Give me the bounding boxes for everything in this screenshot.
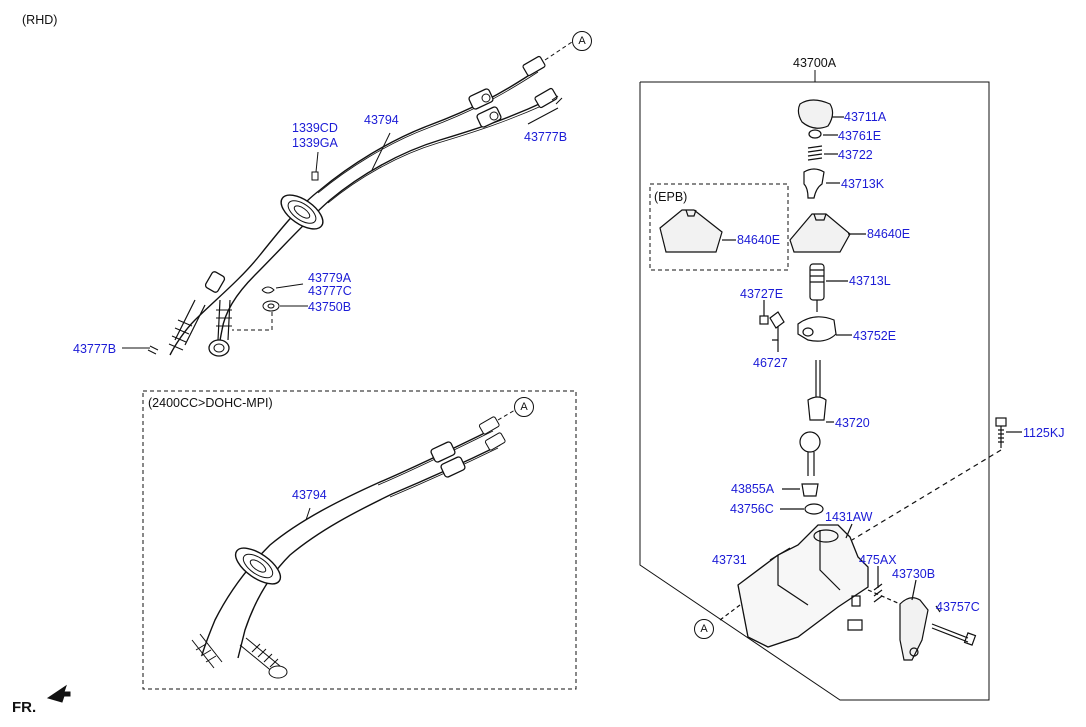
part-link-43777b-left[interactable]: 43777B — [73, 342, 117, 356]
front-direction-label: FR. — [12, 699, 37, 716]
part-link-1339cd[interactable]: 1339CD — [292, 121, 338, 135]
shift-lever-parts — [659, 99, 1022, 661]
callout-a-top: A — [572, 31, 592, 51]
part-link-43756c[interactable]: 43756C — [730, 502, 774, 516]
shift-cable-assembly-top — [122, 41, 573, 357]
part-link-43720[interactable]: 43720 — [835, 416, 870, 430]
assembly-label: 43700A — [793, 56, 837, 70]
variant-note: (RHD) — [22, 13, 58, 27]
part-link-43757c[interactable]: 43757C — [936, 600, 980, 614]
part-link-43855a[interactable]: 43855A — [731, 482, 775, 496]
part-link-1339ga[interactable]: 1339GA — [292, 136, 338, 150]
part-link-43777c[interactable]: 43777C — [308, 284, 352, 298]
part-link-43779a[interactable]: 43779A — [308, 271, 352, 285]
part-link-84640e[interactable]: 84640E — [867, 227, 911, 241]
epb-title: (EPB) — [654, 190, 688, 204]
front-arrow-icon — [46, 684, 71, 703]
variant-2400cc-box — [142, 390, 577, 690]
part-link-43777b-top[interactable]: 43777B — [524, 130, 568, 144]
part-link-43713k[interactable]: 43713K — [841, 177, 885, 191]
part-link-43727e[interactable]: 43727E — [740, 287, 784, 301]
part-link-475ax[interactable]: 475AX — [859, 553, 897, 567]
part-link-43730b[interactable]: 43730B — [892, 567, 936, 581]
part-link-84640e-epb[interactable]: 84640E — [737, 233, 781, 247]
part-link-43794-top[interactable]: 43794 — [364, 113, 399, 127]
part-link-1125kj[interactable]: 1125KJ — [1023, 426, 1065, 440]
shift-cable-assembly-bottom — [191, 409, 516, 679]
part-link-43711a[interactable]: 43711A — [844, 110, 887, 124]
part-link-43752e[interactable]: 43752E — [853, 329, 897, 343]
part-link-43722[interactable]: 43722 — [838, 148, 873, 162]
part-link-1431aw[interactable]: 1431AW — [825, 510, 873, 524]
part-link-43750b[interactable]: 43750B — [308, 300, 352, 314]
callout-a-bracket: A — [694, 619, 714, 639]
part-link-43713l[interactable]: 43713L — [849, 274, 891, 288]
variant-2400cc-title: (2400CC>DOHC-MPI) — [148, 396, 273, 410]
part-link-46727[interactable]: 46727 — [753, 356, 788, 370]
shift-lever-assembly-box — [639, 81, 990, 701]
callout-a-2400cc: A — [514, 397, 534, 417]
part-link-43761e[interactable]: 43761E — [838, 129, 882, 143]
part-link-43731[interactable]: 43731 — [712, 553, 747, 567]
part-link-43794-bottom[interactable]: 43794 — [292, 488, 327, 502]
